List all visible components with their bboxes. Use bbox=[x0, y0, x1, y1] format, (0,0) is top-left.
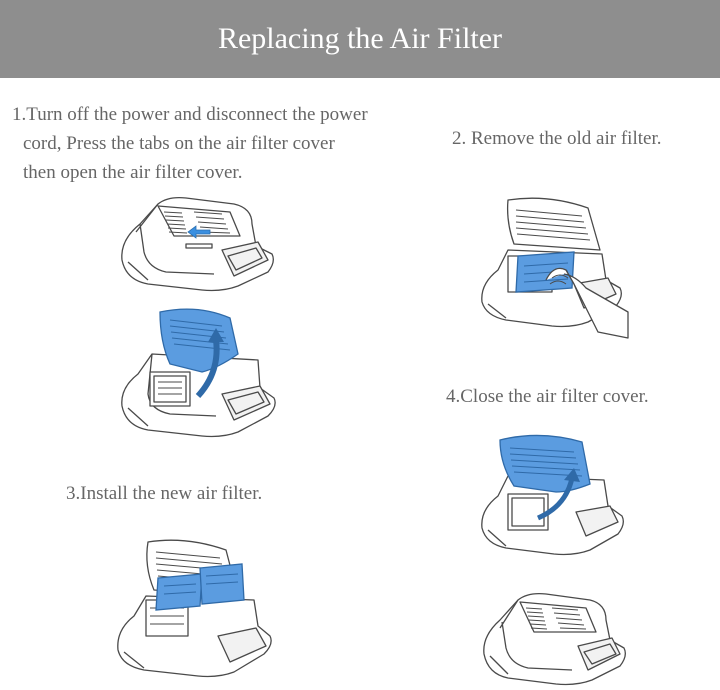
step-1-line-2: cord, Press the tabs on the air filter c… bbox=[23, 133, 335, 154]
projector-closed-tabs-illustration bbox=[118, 190, 278, 295]
closing-cover-illustration bbox=[478, 428, 628, 562]
remove-old-filter-illustration bbox=[478, 192, 629, 340]
page-title: Replacing the Air Filter bbox=[217, 22, 503, 55]
step-2-instruction: 2. Remove the old air filter. bbox=[452, 128, 662, 149]
title-banner: Replacing the Air Filter bbox=[0, 0, 720, 78]
step-4-instruction: 4.Close the air filter cover. bbox=[446, 386, 649, 407]
projector-cover-closed-illustration bbox=[480, 588, 630, 688]
step-1-instruction: 1.Turn off the power and disconnect the … bbox=[12, 100, 368, 187]
projector-cover-opened-illustration bbox=[118, 302, 278, 444]
install-new-filter-illustration bbox=[114, 534, 274, 686]
step-1-line-1: 1.Turn off the power and disconnect the … bbox=[12, 104, 368, 125]
step-3-instruction: 3.Install the new air filter. bbox=[66, 483, 263, 504]
step-1-line-3: then open the air filter cover. bbox=[23, 162, 243, 183]
